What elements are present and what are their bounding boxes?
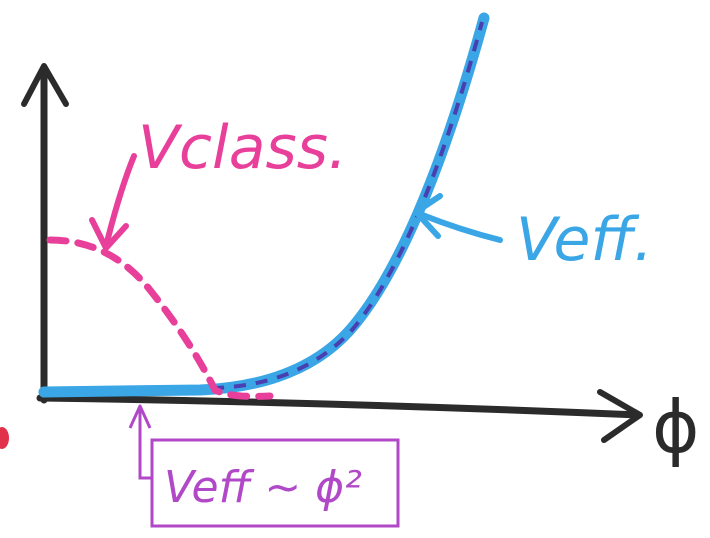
v-eff-pointer bbox=[417, 211, 503, 243]
v-class-curve bbox=[46, 236, 274, 400]
box-pointer bbox=[138, 410, 152, 480]
x-axis bbox=[36, 394, 642, 419]
v-class-pointer bbox=[103, 153, 137, 249]
v-eff-dashed-overlay bbox=[211, 21, 484, 390]
approximation-box bbox=[150, 438, 400, 528]
box-pointer-head bbox=[128, 404, 152, 429]
x-axis-arrowhead bbox=[597, 389, 643, 443]
v-class-label: Vclass. bbox=[138, 113, 347, 183]
x-axis-label: ϕ bbox=[652, 385, 700, 469]
v-eff-curve bbox=[38, 12, 490, 398]
approximation-text: Veff ~ ϕ² bbox=[164, 462, 362, 513]
v-eff-label: Veff. bbox=[516, 205, 653, 275]
y-axis-arrowhead bbox=[21, 63, 69, 107]
v-class-pointer-head bbox=[89, 217, 129, 251]
v-eff-pointer-head bbox=[413, 193, 443, 239]
red-mark bbox=[0, 427, 9, 449]
